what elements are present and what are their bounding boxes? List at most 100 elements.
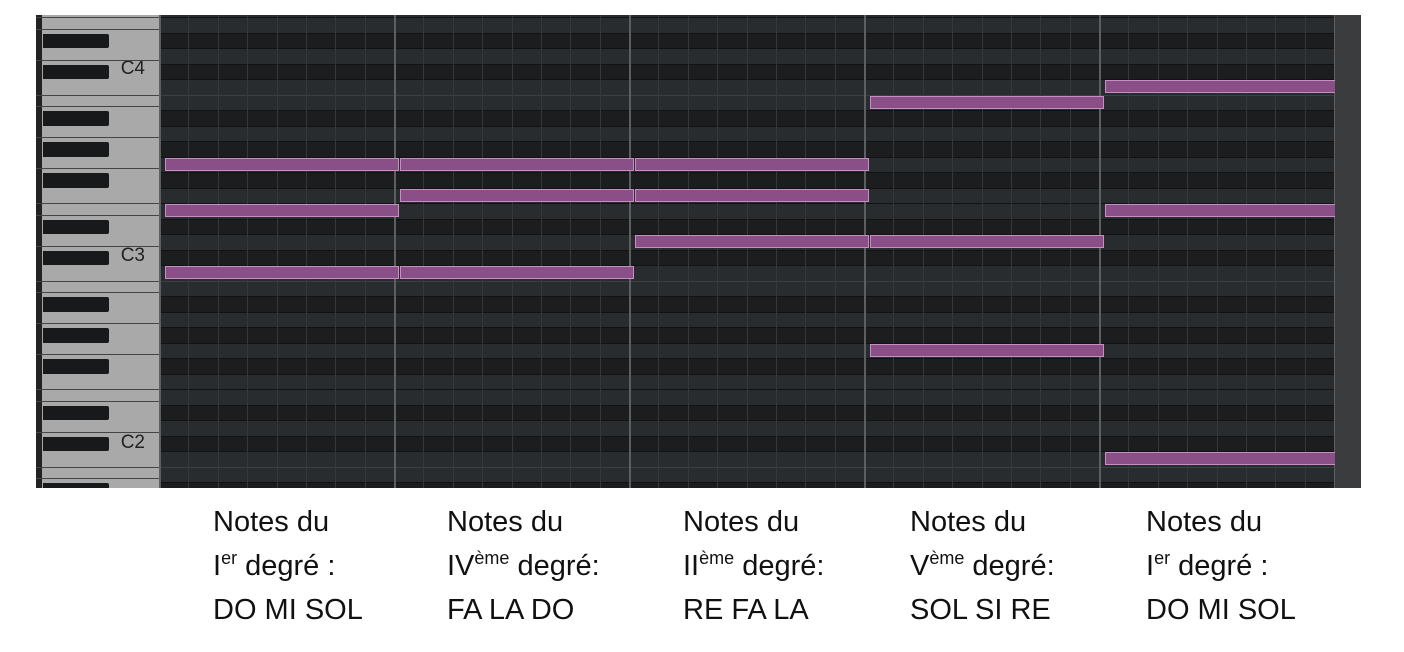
note-e3[interactable] <box>1105 204 1335 217</box>
caption-degree: Ier degré : <box>1146 548 1269 582</box>
black-key[interactable] <box>43 64 109 79</box>
caption-title: Notes du <box>910 506 1027 538</box>
white-key-divider <box>36 137 159 139</box>
note-e3[interactable] <box>165 204 399 217</box>
beat-line <box>893 15 895 488</box>
octave-label-c3: C3 <box>120 245 145 266</box>
beat-line <box>452 15 454 488</box>
note-c3[interactable] <box>165 266 399 279</box>
white-key-divider <box>36 323 159 325</box>
note-b3[interactable] <box>870 95 1104 109</box>
black-key[interactable] <box>43 297 109 312</box>
black-key[interactable] <box>43 33 109 48</box>
bar-line <box>864 15 866 488</box>
piano-keyboard[interactable]: C4 C3 C2 <box>36 15 159 488</box>
white-key-divider <box>36 431 159 433</box>
beat-line <box>1128 15 1130 488</box>
beat-line <box>775 15 777 488</box>
black-key[interactable] <box>43 250 109 265</box>
beat-line <box>1069 15 1071 488</box>
beat-line <box>305 15 307 488</box>
note-grid[interactable] <box>159 15 1335 488</box>
black-key[interactable] <box>43 436 109 451</box>
white-key-divider <box>36 466 159 468</box>
vertical-scrollbar[interactable] <box>1335 15 1361 488</box>
caption-title: Notes du <box>213 506 330 538</box>
white-key-divider <box>36 203 159 204</box>
note-g3[interactable] <box>635 157 869 171</box>
white-key-divider <box>36 106 159 108</box>
bar-line <box>394 15 396 488</box>
note-d3[interactable] <box>870 235 1104 248</box>
note-c4[interactable] <box>1105 80 1335 93</box>
bar-line <box>629 15 631 488</box>
beat-line <box>687 15 689 488</box>
beat-line <box>599 15 601 488</box>
bar-line <box>159 15 161 488</box>
beat-line <box>1304 15 1306 488</box>
beat-line <box>335 15 337 488</box>
white-key-divider <box>36 94 159 96</box>
beat-line <box>1216 15 1218 488</box>
white-key-divider <box>36 168 159 170</box>
black-key[interactable] <box>43 328 109 343</box>
beat-line <box>482 15 484 488</box>
note-g3[interactable] <box>400 157 634 171</box>
bar-line <box>1334 15 1335 488</box>
white-key-divider <box>36 400 159 402</box>
beat-line <box>1040 15 1042 488</box>
note-g3[interactable] <box>165 157 399 171</box>
beat-line <box>805 15 807 488</box>
black-key[interactable] <box>43 173 109 188</box>
chord-caption-1: Notes du Ier degré : DO MI SOL <box>213 500 443 632</box>
note-c2[interactable] <box>1105 452 1335 465</box>
caption-degree: Ier degré : <box>213 548 336 582</box>
beat-line <box>1275 15 1277 488</box>
chord-caption-5: Notes du Ier degré : DO MI SOL <box>1146 500 1376 632</box>
beat-line <box>952 15 954 488</box>
beat-line <box>540 15 542 488</box>
black-key[interactable] <box>43 142 109 157</box>
beat-line <box>1010 15 1012 488</box>
white-key-divider <box>36 28 159 30</box>
beat-line <box>1187 15 1189 488</box>
white-key-divider <box>36 17 159 18</box>
black-key[interactable] <box>43 219 109 234</box>
beat-line <box>570 15 572 488</box>
black-key[interactable] <box>43 483 109 488</box>
white-key-divider <box>36 59 159 61</box>
caption-degree: Vème degré: <box>910 548 1055 582</box>
black-key[interactable] <box>43 111 109 126</box>
octave-label-c2: C2 <box>120 432 145 453</box>
beat-line <box>1157 15 1159 488</box>
beat-line <box>746 15 748 488</box>
caption-notes: FA LA DO <box>447 594 575 626</box>
beat-line <box>658 15 660 488</box>
chord-caption-3: Notes du IIème degré: RE FA LA <box>683 500 913 632</box>
beat-line <box>364 15 366 488</box>
beat-line <box>276 15 278 488</box>
caption-notes: SOL SI RE <box>910 594 1051 626</box>
chord-caption-4: Notes du Vème degré: SOL SI RE <box>910 500 1140 632</box>
beat-line <box>217 15 219 488</box>
note-g2[interactable] <box>870 343 1104 357</box>
keyboard-edge <box>36 15 42 488</box>
beat-line <box>834 15 836 488</box>
beat-line <box>922 15 924 488</box>
caption-notes: DO MI SOL <box>213 594 363 626</box>
caption-degree: IVème degré: <box>447 548 600 582</box>
caption-notes: RE FA LA <box>683 594 809 626</box>
black-key[interactable] <box>43 405 109 420</box>
white-key-divider <box>36 280 159 282</box>
white-key-divider <box>36 478 159 480</box>
black-key[interactable] <box>43 359 109 374</box>
note-f3[interactable] <box>400 188 634 202</box>
note-f3[interactable] <box>635 188 869 202</box>
white-key-divider <box>36 214 159 216</box>
note-c3[interactable] <box>400 266 634 279</box>
caption-title: Notes du <box>1146 506 1263 538</box>
octave-label-c4: C4 <box>120 58 145 79</box>
beat-line <box>247 15 249 488</box>
note-d3[interactable] <box>635 235 869 248</box>
caption-degree: IIème degré: <box>683 548 825 582</box>
